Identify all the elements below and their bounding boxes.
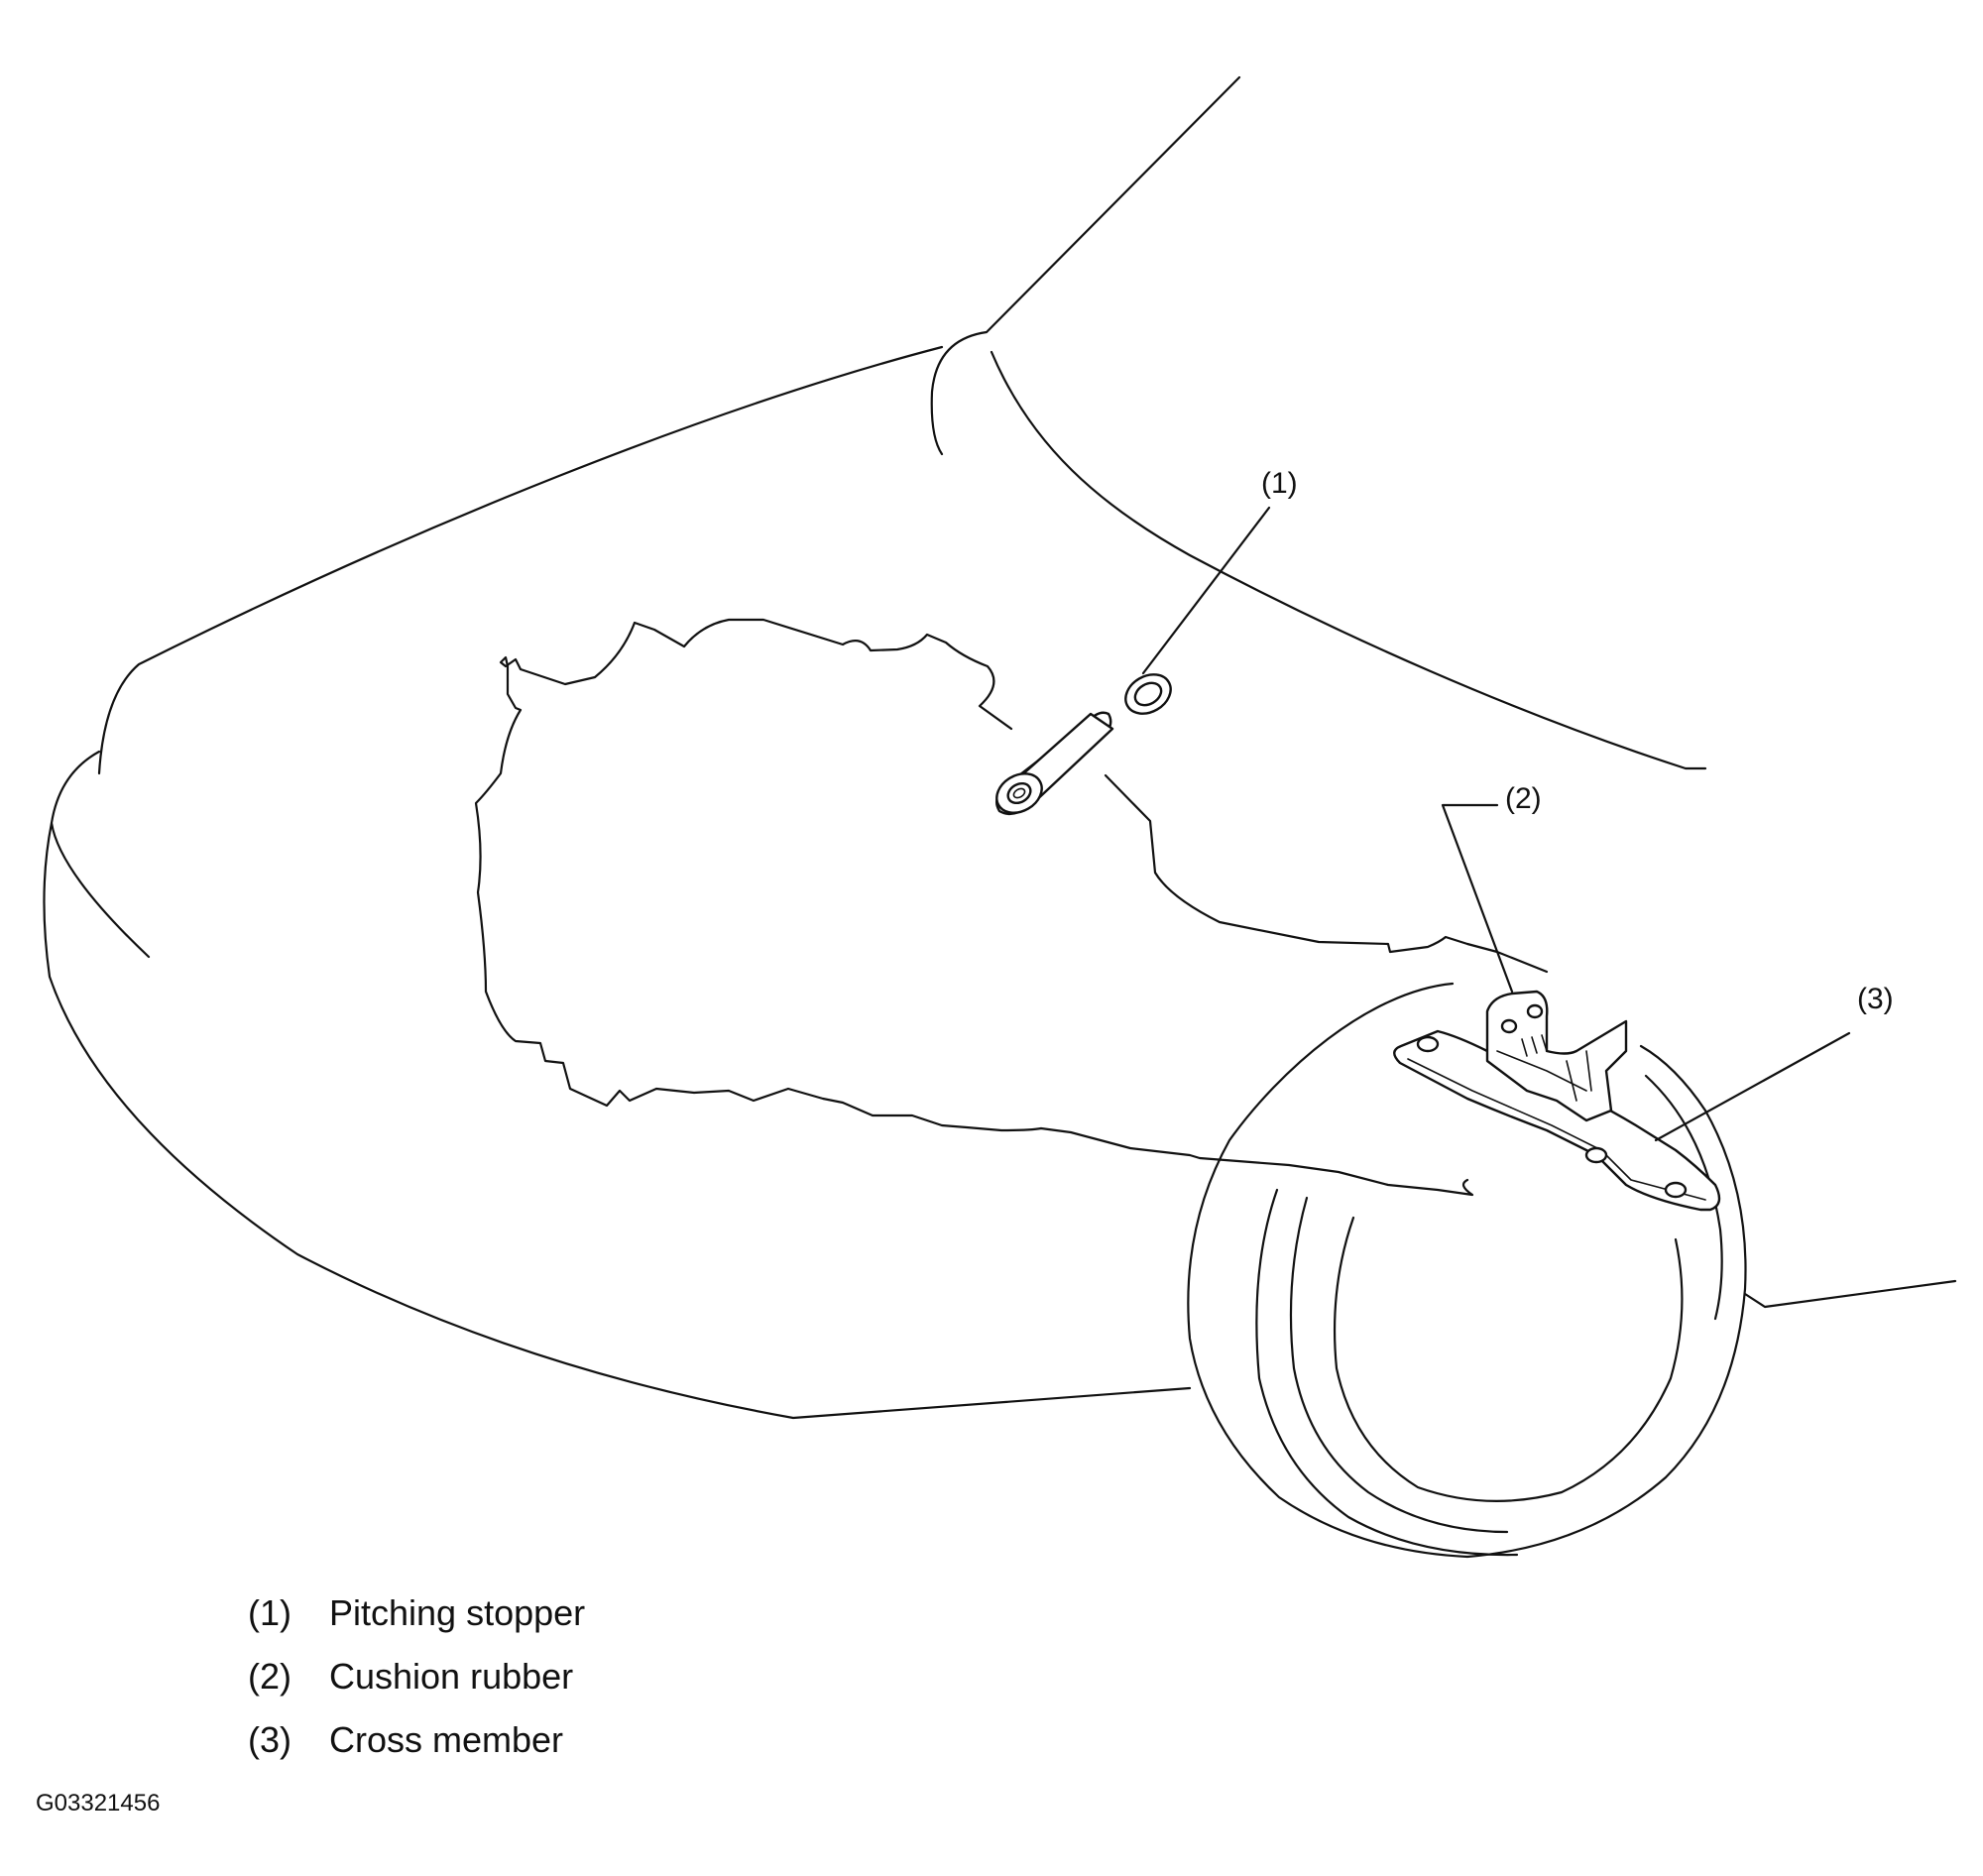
transmission-outline: [474, 618, 1474, 1197]
pitching-stopper: [995, 673, 1172, 816]
tire: [1187, 982, 1747, 1559]
legend-label: Pitching stopper: [329, 1592, 586, 1633]
legend-label: Cross member: [329, 1719, 564, 1760]
parts-legend: (1) Pitching stopper (2) Cushion rubber …: [248, 1582, 585, 1772]
vehicle-body-outline: [43, 75, 1957, 1420]
legend-number: (3): [248, 1719, 292, 1760]
legend-number: (1): [248, 1592, 292, 1633]
legend-number: (2): [248, 1656, 292, 1697]
callout-1: (1): [1261, 467, 1298, 500]
figure-id: G03321456: [36, 1790, 161, 1817]
cushion-rubber: [1485, 990, 1628, 1122]
callout-2: (2): [1505, 782, 1542, 815]
transmission-outline-upper: [1104, 773, 1549, 974]
legend-item: (2) Cushion rubber: [248, 1645, 585, 1708]
legend-item: (3) Cross member: [248, 1708, 585, 1772]
legend-item: (1) Pitching stopper: [248, 1582, 585, 1645]
callout-3: (3): [1857, 983, 1894, 1015]
callout-leaders: [1141, 506, 1851, 1142]
legend-label: Cushion rubber: [329, 1656, 574, 1697]
